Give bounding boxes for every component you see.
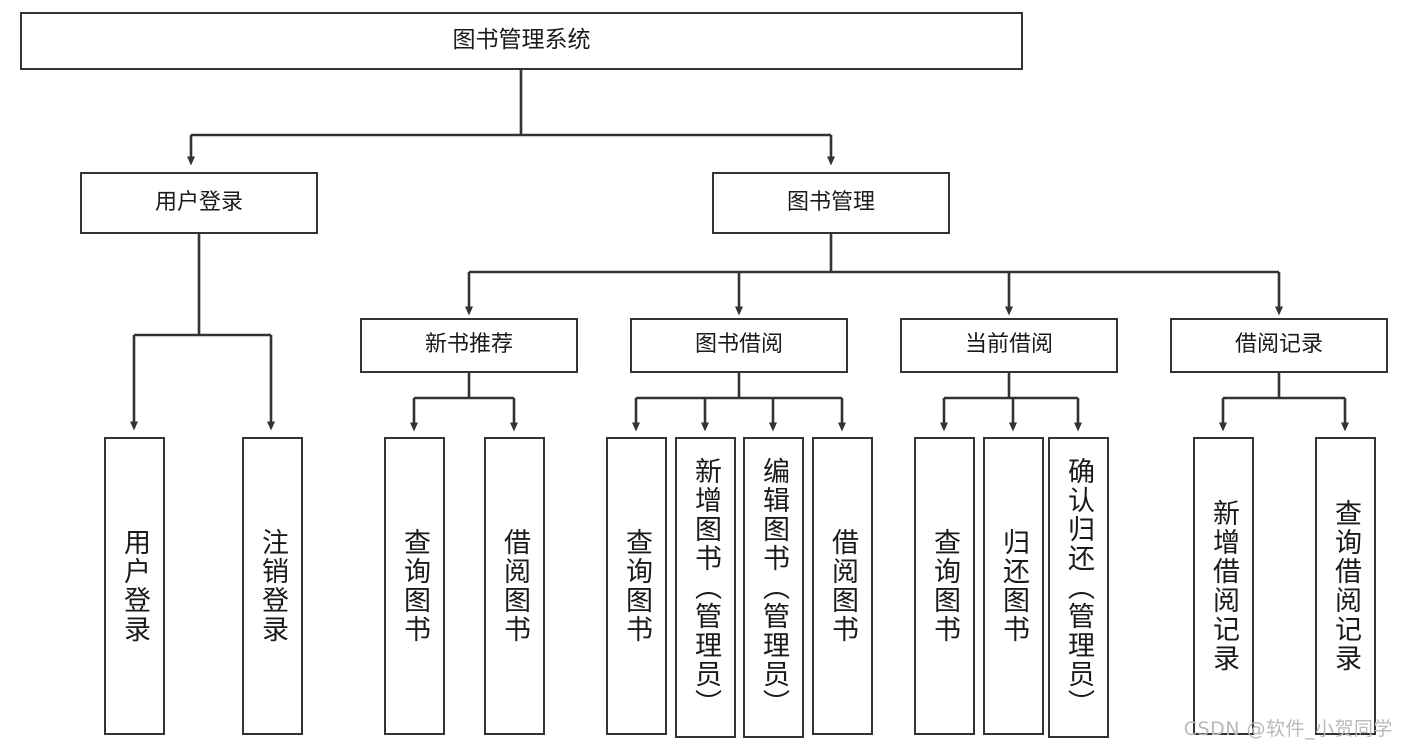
node-leaf-add-record[interactable]: 新增借阅记录 [1193,437,1254,735]
node-leaf-borrow-book-1[interactable]: 借阅图书 [484,437,545,735]
node-leaf-borrow-book-1-label: 借阅图书 [499,528,530,644]
node-leaf-add-book-label: 新增图书（管理员） [690,457,721,718]
node-leaf-confirm-return[interactable]: 确认归还（管理员） [1048,437,1109,738]
node-leaf-return-book[interactable]: 归还图书 [983,437,1044,735]
node-leaf-query-book-2[interactable]: 查询图书 [606,437,667,735]
node-leaf-query-book-1-label: 查询图书 [399,528,430,644]
node-leaf-logout-label: 注销登录 [257,528,288,644]
node-leaf-return-book-label: 归还图书 [998,528,1029,644]
node-leaf-confirm-return-label: 确认归还（管理员） [1063,457,1094,718]
node-book-borrow[interactable]: 图书借阅 [630,318,848,373]
node-book-borrow-label: 图书借阅 [694,332,783,358]
node-leaf-query-book-1[interactable]: 查询图书 [384,437,445,735]
node-current-borrow[interactable]: 当前借阅 [900,318,1118,373]
node-leaf-borrow-book-2-label: 借阅图书 [827,528,858,644]
csdn-watermark: CSDN @软件_小贺同学 [1183,718,1393,740]
node-leaf-query-book-3-label: 查询图书 [929,528,960,644]
node-user-login[interactable]: 用户登录 [80,172,318,234]
node-leaf-edit-book[interactable]: 编辑图书（管理员） [743,437,804,738]
node-current-borrow-label: 当前借阅 [964,332,1053,358]
node-leaf-add-book[interactable]: 新增图书（管理员） [675,437,736,738]
node-leaf-query-record[interactable]: 查询借阅记录 [1315,437,1376,735]
node-borrow-record-label: 借阅记录 [1234,332,1323,358]
node-borrow-record[interactable]: 借阅记录 [1170,318,1388,373]
node-root-label: 图书管理系统 [452,27,591,54]
node-leaf-logout[interactable]: 注销登录 [242,437,303,735]
node-leaf-edit-book-label: 编辑图书（管理员） [758,457,789,718]
node-book-manage-label: 图书管理 [786,189,875,215]
node-root[interactable]: 图书管理系统 [20,12,1023,70]
node-leaf-query-book-3[interactable]: 查询图书 [914,437,975,735]
node-user-login-label: 用户登录 [154,189,243,215]
node-leaf-user-login-label: 用户登录 [119,528,150,644]
node-leaf-query-record-label: 查询借阅记录 [1330,499,1361,673]
node-leaf-add-record-label: 新增借阅记录 [1208,499,1239,673]
node-leaf-borrow-book-2[interactable]: 借阅图书 [812,437,873,735]
node-book-manage[interactable]: 图书管理 [712,172,950,234]
node-new-book-rec[interactable]: 新书推荐 [360,318,578,373]
node-leaf-user-login[interactable]: 用户登录 [104,437,165,735]
node-leaf-query-book-2-label: 查询图书 [621,528,652,644]
node-new-book-rec-label: 新书推荐 [424,332,513,358]
